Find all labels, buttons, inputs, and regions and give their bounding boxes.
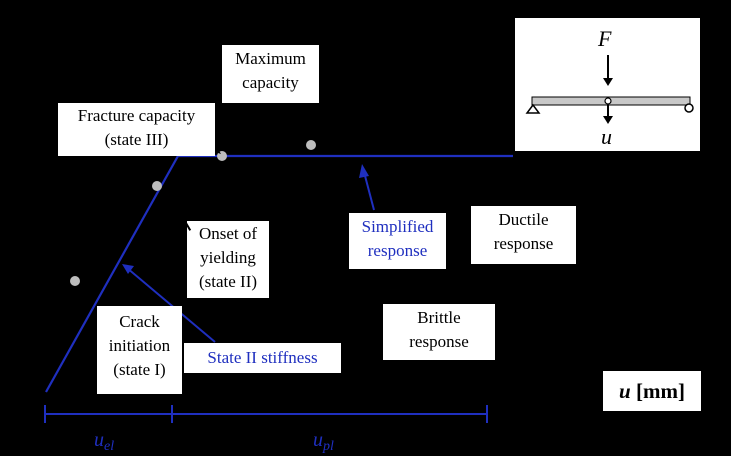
plastic-dimension-label: upl [313, 429, 334, 454]
fracture-capacity-line-2: (state III) [104, 130, 169, 149]
roller-support-icon [684, 103, 694, 113]
displacement-arrowhead [603, 116, 613, 124]
state-ii-stiffness-arrow [122, 264, 216, 343]
simplified-response-line [45, 154, 513, 393]
ductile-line-1: Ductile [498, 210, 549, 229]
midspan-node [604, 97, 612, 105]
crack-initiation-label: Crack initiation (state I) [97, 306, 182, 394]
beam-schematic: F u [515, 18, 700, 151]
elastic-dimension-label: uel [94, 429, 114, 454]
maximum-capacity-point [306, 140, 316, 150]
yielding-point [152, 181, 162, 191]
brittle-line-1: Brittle [417, 308, 461, 327]
simplified-line-2: response [367, 241, 428, 260]
onset-of-yielding-label: Onset of yielding (state II) [187, 221, 269, 298]
crack-initiation-point [70, 276, 80, 286]
state-ii-stiffness-label: State II stiffness [184, 343, 341, 373]
crack-line-2: initiation [108, 336, 171, 355]
yielding-line-2: yielding [200, 248, 256, 267]
fracture-capacity-label: Fracture capacity (state III) [58, 103, 215, 156]
x-axis-symbol: u [619, 379, 631, 403]
beam-schematic-drawing: F u [525, 26, 694, 149]
maximum-capacity-label: Maximum capacity [222, 45, 319, 103]
crack-line-1: Crack [119, 312, 160, 331]
yielding-line-3: (state II) [198, 272, 258, 291]
pin-support-icon [525, 103, 541, 114]
maximum-capacity-line-1: Maximum [235, 49, 306, 68]
force-arrowhead [603, 78, 613, 86]
ductile-line-2: response [493, 234, 554, 253]
x-axis-unit: [mm] [635, 379, 685, 403]
simplified-response-label: Simplified response [349, 213, 446, 269]
fracture-capacity-line-1: Fracture capacity [77, 106, 196, 125]
maximum-capacity-line-2: capacity [242, 73, 299, 92]
brittle-line-2: response [409, 332, 469, 351]
brittle-response-label: Brittle response [383, 304, 495, 360]
simplified-response-arrow [359, 164, 375, 211]
crack-line-3: (state I) [113, 360, 166, 379]
yielding-line-1: Onset of [198, 224, 258, 243]
displacement-label: u [601, 124, 612, 149]
x-axis-label: u [mm] [603, 371, 701, 411]
elastic-dimension [44, 405, 173, 423]
force-label: F [597, 26, 612, 51]
plastic-dimension [172, 405, 488, 423]
simplified-line-1: Simplified [361, 217, 434, 236]
ductile-response-label: Ductile response [471, 206, 576, 264]
